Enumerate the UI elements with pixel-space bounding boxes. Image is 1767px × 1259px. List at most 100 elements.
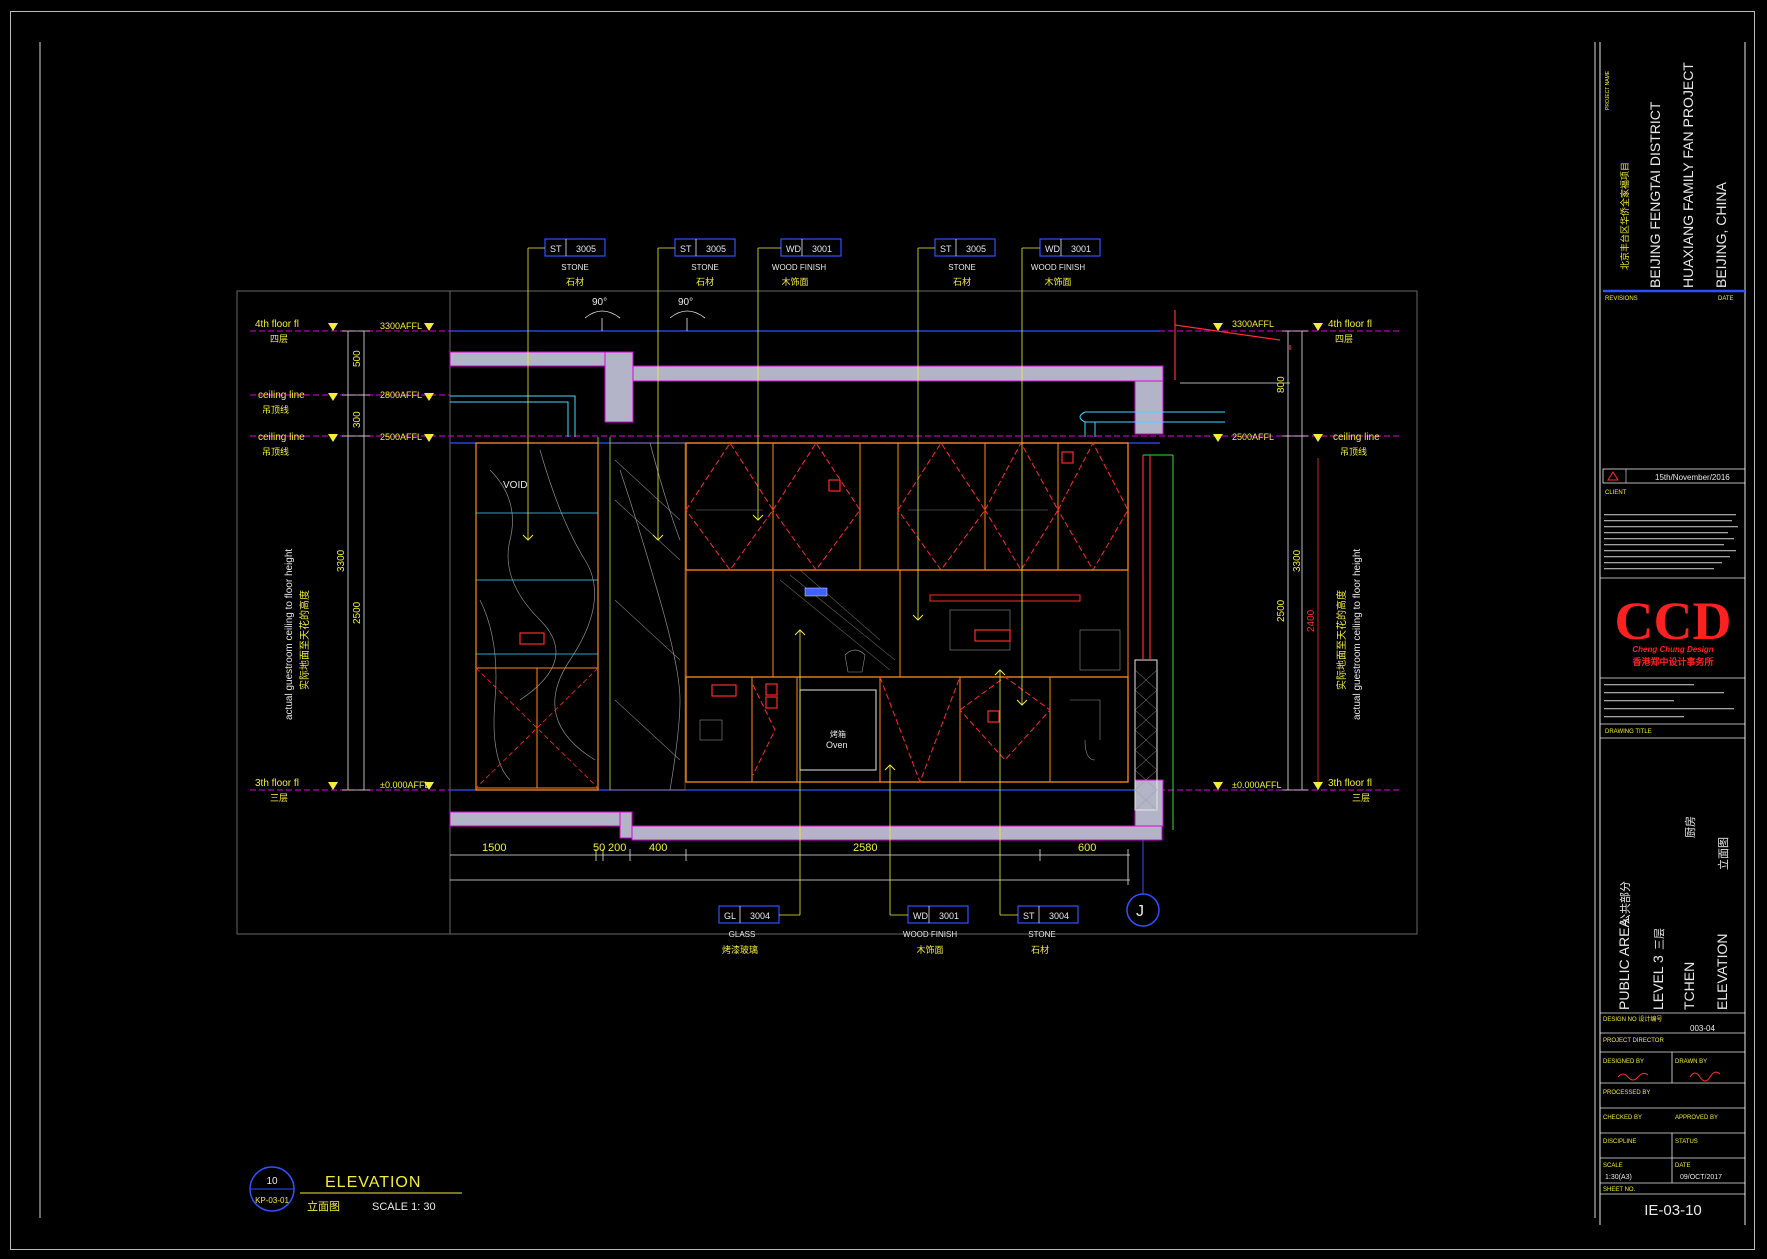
company-address-lines — [1604, 684, 1734, 718]
title-block-fields: DESIGN NO 设计编号 003-04 PROJECT DIRECTOR D… — [1603, 1015, 1722, 1193]
client-label: CLIENT — [1605, 490, 1627, 496]
svg-text:APPROVED BY: APPROVED BY — [1675, 1115, 1718, 1121]
right-wall — [1134, 310, 1291, 811]
svg-text:DISCIPLINE: DISCIPLINE — [1603, 1139, 1636, 1145]
svg-text:3300AFFL: 3300AFFL — [380, 321, 422, 331]
title-block: PROJECT NAME 北京丰台区华侨全家福项目 BEIJING FENGTA… — [1599, 42, 1746, 1225]
pipes — [597, 437, 1174, 830]
oven-label: Oven — [826, 740, 848, 750]
dim-lines-left — [342, 330, 370, 791]
tag-top-4: WD 3001 WOOD FINISH 木饰面 — [1016, 238, 1101, 706]
svg-text:2500AFFL: 2500AFFL — [1232, 432, 1274, 442]
svg-text:PROCESSED BY: PROCESSED BY — [1603, 1090, 1650, 1096]
sockets — [519, 451, 1074, 723]
view-title-cn: 立面图 — [307, 1199, 340, 1213]
revision-date: 15th/November/2016 — [1655, 473, 1730, 482]
svg-text:2500AFFL: 2500AFFL — [380, 432, 422, 442]
level-left-1: ceiling line 吊顶线 2800AFFL — [258, 390, 434, 415]
svg-text:STONE: STONE — [691, 263, 718, 272]
elevation-view: VOID — [250, 238, 1400, 955]
svg-text:DATE: DATE — [1675, 1163, 1691, 1169]
svg-text:石材: 石材 — [696, 276, 714, 287]
view-ref: KP-03-01 — [255, 1196, 289, 1205]
grid-bubble: J — [1126, 840, 1160, 927]
level-right-0: 3300AFFL 4th floor fl 四层 — [1213, 319, 1372, 344]
dim-left-0: 500 — [352, 350, 363, 367]
svg-text:ST: ST — [680, 244, 692, 254]
svg-text:WOOD FINISH: WOOD FINISH — [1031, 263, 1085, 272]
svg-text:ST: ST — [940, 244, 952, 254]
svg-text:木饰面: 木饰面 — [916, 944, 943, 955]
height-note-left-en: actual guestroom ceiling to floor height — [284, 549, 295, 720]
svg-text:ST: ST — [550, 244, 562, 254]
sheet-frame — [10, 11, 1755, 1250]
view-scale: SCALE 1: 30 — [372, 1201, 436, 1213]
svg-text:WOOD FINISH: WOOD FINISH — [903, 930, 957, 939]
tag-top-0: ST 3005 STONE 石材 — [522, 238, 606, 541]
dim-bottom-0: 1500 — [482, 842, 506, 854]
svg-text:吊顶线: 吊顶线 — [262, 446, 289, 457]
svg-text:WOOD FINISH: WOOD FINISH — [772, 263, 826, 272]
drawing-border — [39, 42, 1596, 1218]
svg-text:SCALE: SCALE — [1603, 1163, 1623, 1169]
oven-cn-label: 烤箱 — [830, 729, 846, 739]
dim-right-1: 3300 — [1292, 549, 1303, 572]
svg-text:ceiling line: ceiling line — [258, 432, 305, 443]
svg-text:3005: 3005 — [706, 244, 726, 254]
project-line1: BEIJING FENGTAI DISTRICT — [1647, 101, 1663, 288]
height-note-right-cn: 实际地面至天花的高度 — [1335, 590, 1348, 690]
dim-right-2: 2500 — [1276, 599, 1287, 622]
vertical-notes: actual guestroom ceiling to floor height… — [284, 549, 1363, 720]
level-left-3: 3th floor fl 三层 ±0.000AFFL — [255, 778, 434, 803]
dim-texts: 500 300 3300 2500 800 3300 2500 2400 — [336, 350, 1317, 632]
svg-text:003-04: 003-04 — [1690, 1024, 1715, 1033]
area-line4-cn: 立面图 — [1716, 837, 1730, 870]
ccd-logo: CCD — [1615, 591, 1732, 651]
project-name-label: PROJECT NAME — [1605, 70, 1611, 110]
svg-text:3300AFFL: 3300AFFL — [1232, 319, 1274, 329]
svg-text:DRAWN BY: DRAWN BY — [1675, 1059, 1707, 1065]
svg-text:J: J — [1136, 903, 1144, 920]
view-number: 10 — [266, 1176, 278, 1187]
svg-text:三层: 三层 — [270, 793, 288, 803]
svg-text:1:30(A3): 1:30(A3) — [1605, 1174, 1632, 1181]
svg-text:3005: 3005 — [576, 244, 596, 254]
disclaimer-lines — [1604, 514, 1738, 570]
svg-text:WD: WD — [913, 911, 928, 921]
svg-text:STATUS: STATUS — [1675, 1139, 1698, 1145]
area-line3: TCHEN — [1681, 962, 1697, 1010]
svg-text:3th floor fl: 3th floor fl — [255, 778, 299, 789]
dim-left-2: 3300 — [336, 549, 347, 572]
svg-text:WD: WD — [786, 244, 801, 254]
svg-text:四层: 四层 — [270, 334, 288, 344]
dim-bottom-5: 600 — [1078, 842, 1096, 854]
tag-top-3: ST 3005 STONE 石材 — [912, 238, 996, 621]
svg-text:烤漆玻璃: 烤漆玻璃 — [722, 944, 758, 955]
view-title: 10 KP-03-01 ELEVATION 立面图 SCALE 1: 30 — [249, 1166, 462, 1213]
level-markers-left: 4th floor fl 四层 3300AFFL ceiling line 吊顶… — [255, 319, 434, 803]
svg-text:3001: 3001 — [1071, 244, 1091, 254]
signatures — [1617, 1071, 1721, 1082]
drawing-title-label: DRAWING TITLE — [1605, 729, 1652, 735]
angle-marks: 90° 90° — [584, 297, 706, 331]
svg-text:09/OCT/2017: 09/OCT/2017 — [1680, 1174, 1722, 1181]
lower-cabinets: 烤箱 Oven — [685, 676, 1129, 784]
dim-bottom-2: 200 — [608, 842, 626, 854]
svg-text:2800AFFL: 2800AFFL — [380, 390, 422, 400]
dim-bottom-4: 2580 — [853, 842, 877, 854]
floor-lines — [450, 330, 1160, 791]
height-note-right-en: actual guestroom ceiling to floor height — [1352, 549, 1363, 720]
svg-text:吊顶线: 吊顶线 — [1340, 446, 1367, 457]
svg-text:GLASS: GLASS — [729, 930, 756, 939]
tag-top-1: ST 3005 STONE 石材 — [652, 238, 736, 541]
svg-text:SHEET NO.: SHEET NO. — [1603, 1187, 1636, 1193]
level-markers-right: 3300AFFL 4th floor fl 四层 2500AFFL ceilin… — [1213, 319, 1380, 803]
svg-text:STONE: STONE — [1028, 930, 1055, 939]
stone-panel: VOID — [475, 442, 681, 791]
bottom-dims: 1500 50 200 400 2580 600 — [450, 842, 1130, 885]
svg-text:STONE: STONE — [561, 263, 588, 272]
height-note-left-cn: 实际地面至天花的高度 — [298, 590, 311, 690]
svg-text:GL: GL — [724, 911, 736, 921]
svg-text:3th floor fl: 3th floor fl — [1328, 778, 1372, 789]
